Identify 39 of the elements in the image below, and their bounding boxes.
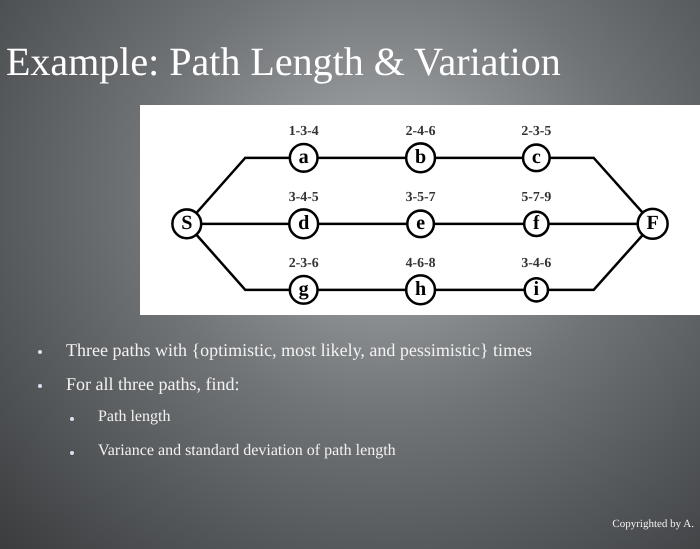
duration-label: 4-6-8 (406, 255, 436, 270)
copyright-note: Copyrighted by A. (612, 518, 694, 530)
duration-label: 3-5-7 (406, 189, 436, 204)
node-circle (406, 209, 436, 238)
connector (435, 288, 525, 292)
duration-label: 2-3-5 (521, 123, 552, 138)
node-circle (171, 208, 202, 240)
connector (435, 156, 524, 160)
node-circle (522, 143, 551, 172)
bullet-text: Variance and standard deviation of path length (98, 442, 396, 460)
connector (318, 222, 408, 226)
node-circle (404, 274, 436, 306)
connector (318, 288, 406, 292)
duration-label: 1-3-4 (288, 123, 319, 138)
duration-label: 5-7-9 (521, 189, 552, 204)
duration-label: 3-4-6 (521, 255, 552, 270)
connector (548, 222, 638, 226)
connector (434, 222, 524, 226)
node-circle (636, 208, 669, 240)
node-circle (288, 274, 319, 305)
node-circle (523, 276, 550, 303)
duration-label: 3-4-5 (288, 189, 319, 204)
connector (318, 156, 406, 160)
bullet-text: Three paths with {optimistic, most likely, and pessimistic} times (66, 340, 532, 361)
slide-title: Example: Path Length & Variation (6, 38, 561, 85)
bullet-text: Path length (98, 408, 170, 426)
bullet-text: For all three paths, find: (66, 374, 240, 395)
node-circle (288, 142, 319, 173)
node-circle (404, 142, 436, 174)
connector (548, 234, 644, 292)
duration-label: 2-4-6 (406, 123, 436, 138)
diagram-panel: S a b c d e f g h i F 1-3-4 2-4-6 2-3-5 3-4-5 3-5-7 5-7-9 2-3-6 4-6-8 3-4-6 (140, 105, 700, 315)
connector (550, 156, 644, 214)
duration-label: 2-3-6 (288, 255, 319, 270)
node-circle (522, 210, 550, 238)
connector (195, 234, 290, 292)
connector (195, 156, 290, 214)
connector (201, 222, 290, 226)
node-circle (288, 208, 320, 240)
